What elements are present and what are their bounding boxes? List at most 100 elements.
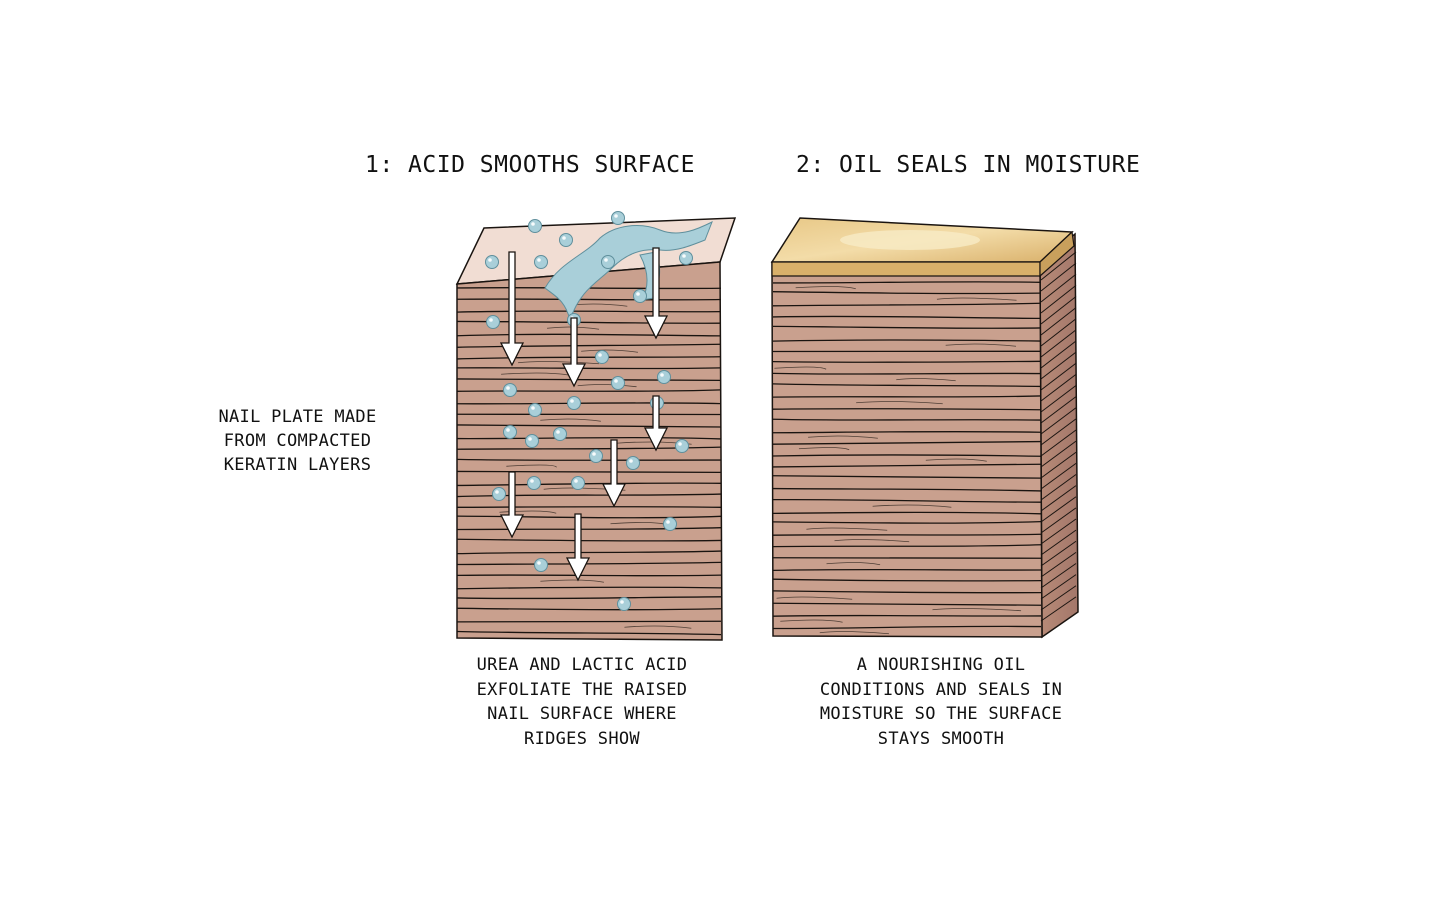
acid-bubble bbox=[528, 403, 542, 417]
acid-bubble bbox=[663, 517, 677, 531]
acid-bubble bbox=[525, 434, 539, 448]
keratin-layer-line bbox=[456, 620, 722, 623]
down-arrow-icon bbox=[499, 471, 525, 539]
side-layer-line bbox=[1040, 440, 1077, 468]
acid-bubble-highlight bbox=[489, 318, 493, 322]
keratin-layer-line bbox=[772, 533, 1042, 536]
keratin-fiber-line bbox=[834, 539, 910, 543]
keratin-fiber-line bbox=[506, 464, 557, 468]
acid-bubble bbox=[611, 376, 625, 390]
side-layer-line bbox=[1040, 540, 1077, 567]
keratin-layer-line bbox=[772, 383, 1042, 388]
acid-bubble bbox=[675, 439, 689, 453]
side-layer-line bbox=[1040, 362, 1077, 391]
panel-1-caption: UREA AND LACTIC ACID EXFOLIATE THE RAISE… bbox=[432, 653, 732, 751]
side-layer-line bbox=[1040, 407, 1077, 435]
side-layer-line bbox=[1040, 585, 1077, 611]
keratin-fiber-line bbox=[780, 619, 843, 623]
keratin-layer-line bbox=[456, 506, 722, 508]
side-layer-line bbox=[1040, 563, 1077, 589]
side-layer-line bbox=[1040, 451, 1077, 479]
acid-bubble bbox=[486, 315, 500, 329]
side-layer-line bbox=[1040, 485, 1077, 512]
keratin-fiber-line bbox=[806, 527, 888, 531]
down-arrow-icon bbox=[561, 317, 587, 388]
keratin-fiber-line bbox=[896, 378, 956, 382]
acid-bubble bbox=[528, 219, 542, 233]
down-arrow-icon bbox=[643, 395, 669, 452]
acid-bubble-highlight bbox=[506, 386, 510, 390]
keratin-fiber-line bbox=[819, 631, 889, 635]
side-layer-line bbox=[1040, 296, 1077, 325]
keratin-layer-line bbox=[456, 574, 722, 577]
keratin-fiber-line bbox=[795, 286, 856, 290]
keratin-fiber-line bbox=[774, 366, 827, 370]
side-layer-line bbox=[1040, 373, 1077, 402]
side-layer-line bbox=[1040, 418, 1077, 446]
acid-bubble-highlight bbox=[530, 479, 534, 483]
side-layer-line bbox=[1040, 318, 1077, 347]
keratin-fiber-line bbox=[936, 297, 1017, 301]
keratin-layer-line bbox=[456, 550, 722, 555]
keratin-layer-line bbox=[456, 561, 722, 566]
acid-bubble bbox=[503, 383, 517, 397]
keratin-layer-line bbox=[772, 360, 1042, 363]
keratin-layer-line bbox=[456, 402, 722, 405]
keratin-fiber-line bbox=[518, 361, 599, 365]
side-layer-line bbox=[1040, 329, 1077, 358]
acid-bubble-highlight bbox=[531, 222, 535, 226]
keratin-layer-line bbox=[456, 607, 722, 611]
acid-bubble-highlight bbox=[537, 258, 541, 262]
keratin-fiber-line bbox=[499, 510, 557, 514]
side-layer-line bbox=[1040, 551, 1077, 578]
keratin-layer-line bbox=[772, 315, 1042, 320]
keratin-layer-line bbox=[772, 302, 1042, 307]
acid-bubble bbox=[617, 597, 631, 611]
side-layer-line bbox=[1040, 429, 1077, 457]
keratin-layer-line bbox=[456, 310, 722, 313]
keratin-layer-line bbox=[456, 367, 722, 370]
acid-bubble-highlight bbox=[537, 561, 541, 565]
acid-bubble bbox=[503, 425, 517, 439]
acid-bubble-highlight bbox=[528, 437, 532, 441]
acid-bubble-highlight bbox=[488, 258, 492, 262]
keratin-layer-line bbox=[456, 389, 722, 392]
keratin-layer-line bbox=[772, 395, 1042, 398]
keratin-layer-line bbox=[772, 325, 1042, 329]
keratin-layer-line bbox=[456, 356, 722, 360]
nail-plate-label-line: FROM COMPACTED bbox=[223, 431, 372, 451]
keratin-layer-line bbox=[456, 424, 722, 428]
keratin-fiber-line bbox=[540, 418, 601, 422]
acid-bubble-highlight bbox=[598, 353, 602, 357]
acid-bubble-highlight bbox=[556, 430, 560, 434]
acid-crack bbox=[544, 220, 713, 322]
acid-bubble bbox=[571, 476, 585, 490]
acid-bubble bbox=[553, 427, 567, 441]
acid-bubble bbox=[626, 456, 640, 470]
keratin-layer-line bbox=[772, 578, 1042, 582]
caption-line: UREA AND LACTIC ACID bbox=[476, 655, 688, 675]
keratin-fiber-line bbox=[945, 343, 1017, 347]
side-layer-line bbox=[1040, 262, 1077, 292]
acid-bubble-highlight bbox=[562, 236, 566, 240]
acid-bubble bbox=[567, 396, 581, 410]
keratin-layer-line bbox=[772, 625, 1042, 630]
acid-bubble bbox=[601, 255, 615, 269]
keratin-layer-line bbox=[456, 437, 722, 440]
acid-bubble bbox=[633, 289, 647, 303]
keratin-layer-line bbox=[456, 630, 722, 636]
keratin-layer-line bbox=[456, 586, 722, 590]
oil-block-keratin-layers bbox=[772, 281, 1042, 635]
acid-bubble bbox=[657, 370, 671, 384]
acid-bubble-highlight bbox=[614, 379, 618, 383]
keratin-fiber-line bbox=[826, 562, 881, 566]
keratin-layer-line bbox=[456, 538, 722, 542]
keratin-fiber-line bbox=[624, 625, 692, 629]
keratin-layer-line bbox=[772, 372, 1042, 375]
keratin-layer-line bbox=[772, 291, 1042, 295]
acid-bubble bbox=[534, 255, 548, 269]
down-arrow-icon bbox=[499, 251, 525, 367]
keratin-fiber-line bbox=[798, 447, 850, 451]
acid-bubble-highlight bbox=[660, 373, 664, 377]
side-layer-line bbox=[1040, 273, 1077, 303]
